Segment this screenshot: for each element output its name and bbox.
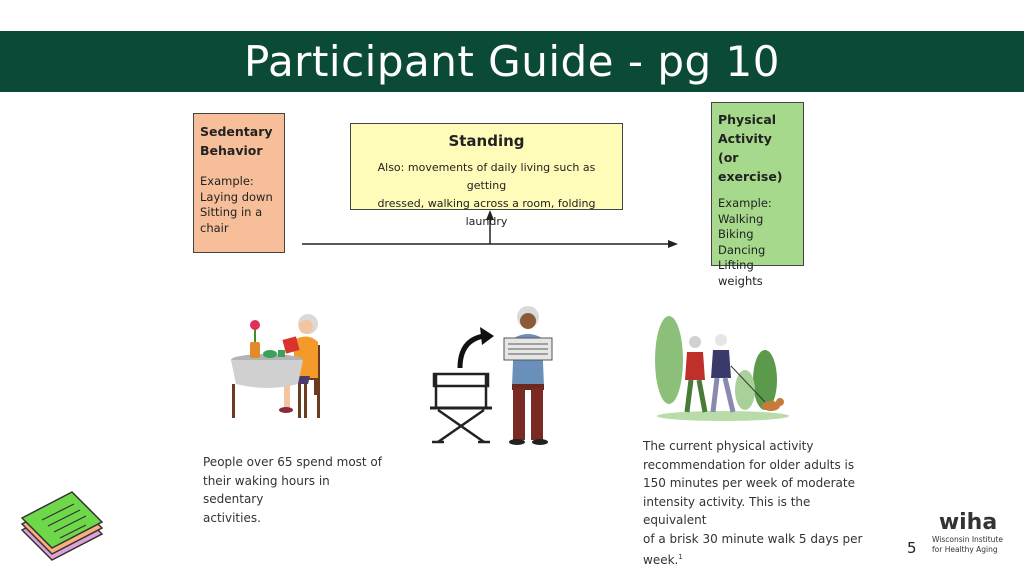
logo-subtitle-2: for Healthy Aging: [932, 545, 998, 554]
sedentary-example: Laying down: [200, 189, 273, 204]
standing-box: Standing Also: movements of daily living…: [350, 123, 623, 228]
caption-line: week.1: [643, 548, 868, 570]
physical-heading-1: Physical: [718, 112, 777, 127]
physical-example: Walking: [718, 211, 764, 226]
footnote-marker: 1: [678, 553, 683, 561]
sedentary-example: chair: [200, 220, 229, 235]
standing-man-newspaper-illustration: [503, 306, 553, 445]
caption-line: 150 minutes per week of moderate: [643, 476, 855, 490]
caption-line: The current physical activity: [643, 439, 814, 453]
sedentary-caption: People over 65 spend most of their wakin…: [203, 453, 393, 527]
physical-example: Dancing: [718, 242, 766, 257]
sedentary-heading-2: Behavior: [200, 143, 263, 158]
physical-example: Lifting weights: [718, 258, 763, 288]
sedentary-behavior-box: Sedentary Behavior Example: Laying down …: [193, 113, 285, 253]
caption-line: of a brisk 30 minute walk 5 days per: [643, 531, 863, 546]
sitting-reader-illustration: [231, 314, 320, 418]
caption-line: People over 65 spend most of: [203, 455, 382, 469]
sedentary-example-label: Example:: [200, 174, 254, 188]
caption-line: recommendation for older adults is: [643, 457, 855, 472]
physical-example: Biking: [718, 227, 754, 241]
logo-subtitle-1: Wisconsin Institute: [932, 535, 1003, 544]
sedentary-example: Sitting in a: [200, 205, 263, 219]
caption-line: activities.: [203, 510, 261, 525]
physical-heading-2: Activity: [718, 131, 772, 146]
spectrum-arrow: [302, 210, 678, 248]
page-number: 5: [907, 539, 917, 557]
notebook-icon: [20, 491, 104, 561]
physical-activity-box: Physical Activity (or exercise) Example:…: [711, 102, 804, 288]
folding-chair-icon: [430, 372, 492, 444]
slide-title: Participant Guide - pg 10: [244, 37, 780, 86]
standing-body-2: dressed, walking across a room, folding …: [377, 197, 596, 228]
caption-text: week.: [643, 553, 679, 567]
curved-arrow-icon: [457, 327, 494, 369]
physical-example-label: Example:: [718, 196, 772, 210]
standing-heading: Standing: [448, 132, 525, 150]
title-bar: Participant Guide - pg 10: [0, 31, 1024, 92]
standing-body-1: Also: movements of daily living such as …: [377, 161, 596, 192]
activity-recommendation-caption: The current physical activity recommenda…: [643, 437, 868, 570]
walking-couple-illustration: [655, 316, 789, 421]
physical-heading-3: (or exercise): [718, 150, 783, 184]
sedentary-heading-1: Sedentary: [200, 124, 273, 139]
wiha-logo: wiha Wisconsin Institute for Healthy Agi…: [928, 511, 1008, 555]
caption-line: their waking hours in sedentary: [203, 473, 330, 507]
caption-line: intensity activity. This is the equivale…: [643, 494, 811, 528]
logo-mark: wiha: [938, 510, 998, 535]
